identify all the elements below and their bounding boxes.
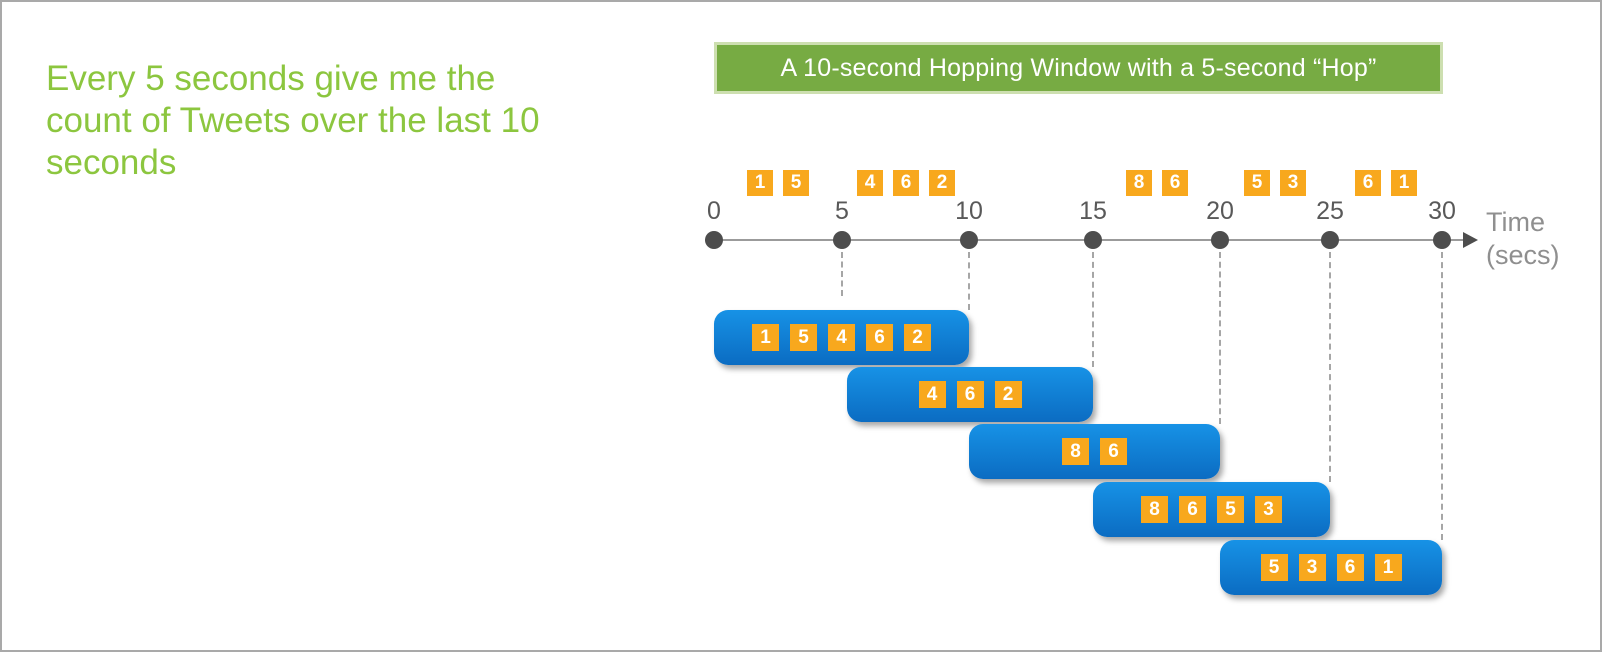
timeline-dot	[1211, 231, 1229, 249]
timeline-tick-label: 15	[1079, 197, 1107, 225]
headline-line-1: Every 5 seconds give me the	[46, 59, 496, 98]
headline-text: Every 5 seconds give me the count of Twe…	[46, 58, 686, 184]
window-boundary-dash	[1092, 252, 1094, 367]
window-boundary-dash	[1219, 252, 1221, 424]
window-boundary-dash	[968, 252, 970, 310]
event-box: 4	[828, 324, 855, 351]
timeline-dot	[1084, 231, 1102, 249]
event-box: 4	[857, 170, 883, 196]
event-box: 6	[1336, 554, 1364, 581]
event-box: 6	[956, 381, 984, 408]
time-axis-label-line-1: Time	[1486, 207, 1545, 237]
event-box: 5	[1260, 554, 1288, 581]
banner: A 10-second Hopping Window with a 5-seco…	[714, 42, 1443, 94]
time-axis-arrow-icon	[1463, 232, 1478, 248]
timeline-dot	[1321, 231, 1339, 249]
event-box: 5	[783, 170, 809, 196]
timeline-tick-label: 20	[1206, 197, 1234, 225]
event-box: 6	[1162, 170, 1188, 196]
event-box: 2	[904, 324, 931, 351]
event-box: 2	[929, 170, 955, 196]
window-boundary-dash	[1441, 252, 1443, 540]
event-box: 3	[1255, 496, 1282, 523]
event-box: 3	[1280, 170, 1306, 196]
event-box: 2	[994, 381, 1022, 408]
event-box: 4	[918, 381, 946, 408]
event-box: 6	[1100, 438, 1127, 465]
banner-title: A 10-second Hopping Window with a 5-seco…	[780, 53, 1377, 82]
event-box: 3	[1298, 554, 1326, 581]
event-box: 1	[747, 170, 773, 196]
timeline-dot	[1433, 231, 1451, 249]
timeline-tick-label: 5	[835, 197, 849, 225]
headline-line-3: seconds	[46, 143, 177, 182]
event-box: 8	[1062, 438, 1089, 465]
time-axis-label: Time (secs)	[1486, 206, 1560, 272]
timeline-tick-label: 10	[955, 197, 983, 225]
event-box: 1	[1391, 170, 1417, 196]
timeline-tick-label: 25	[1316, 197, 1344, 225]
event-box: 6	[1355, 170, 1381, 196]
timeline-tick-label: 30	[1428, 197, 1456, 225]
time-axis-label-line-2: (secs)	[1486, 240, 1560, 270]
event-box: 5	[1217, 496, 1244, 523]
event-box: 6	[893, 170, 919, 196]
event-box: 1	[1374, 554, 1402, 581]
event-box: 5	[790, 324, 817, 351]
timeline-tick-label: 0	[707, 197, 721, 225]
event-box: 1	[752, 324, 779, 351]
event-box: 8	[1141, 496, 1168, 523]
event-box: 6	[1179, 496, 1206, 523]
event-box: 6	[866, 324, 893, 351]
timeline-dot	[705, 231, 723, 249]
event-box: 8	[1126, 170, 1152, 196]
window-boundary-dash	[841, 252, 843, 296]
event-box: 5	[1244, 170, 1270, 196]
timeline-dot	[833, 231, 851, 249]
timeline-dot	[960, 231, 978, 249]
window-boundary-dash	[1329, 252, 1331, 482]
headline-line-2: count of Tweets over the last 10	[46, 101, 540, 140]
